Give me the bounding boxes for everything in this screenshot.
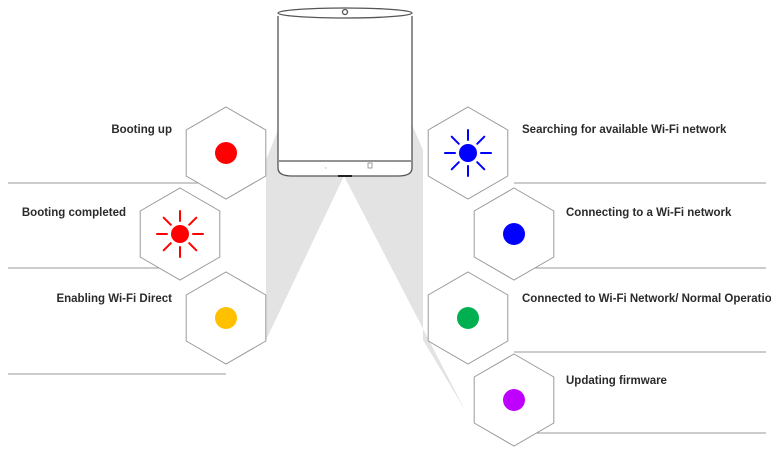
right-beam (344, 120, 465, 410)
led-dot-icon (503, 223, 525, 245)
blink-ray (188, 242, 198, 252)
router-device: ◦ (277, 7, 413, 177)
label-enabling-wifi-direct: Enabling Wi-Fi Direct (56, 293, 172, 305)
blink-ray (162, 216, 172, 226)
hex-connecting-wifi (473, 187, 555, 281)
led-dot-icon (459, 144, 477, 162)
blink-ray (188, 216, 198, 226)
hex-searching-wifi (427, 106, 509, 200)
label-updating-firmware: Updating firmware (566, 375, 667, 387)
state-labels: Booting up Booting completed Enabling Wi… (22, 124, 771, 387)
blink-ray (476, 135, 486, 145)
hex-enabling-wifi-direct (185, 271, 267, 365)
guide-lines (8, 182, 766, 434)
hex-booting-up (185, 106, 267, 200)
hex-connected-normal (427, 271, 509, 365)
blink-ray (450, 161, 460, 171)
label-connecting-wifi: Connecting to a Wi-Fi network (566, 207, 732, 219)
led-dot-icon (215, 142, 237, 164)
hex-booting-completed (139, 187, 221, 281)
blink-rays-icon (156, 210, 204, 258)
label-searching-wifi: Searching for available Wi-Fi network (522, 124, 727, 136)
label-booting-up: Booting up (111, 124, 172, 136)
lock-indicator-icon (367, 162, 373, 169)
power-button-icon (341, 8, 349, 16)
label-connected-normal: Connected to Wi-Fi Network/ Normal Opera… (522, 293, 771, 305)
led-dot-icon (457, 307, 479, 329)
blink-rays-icon (444, 129, 492, 177)
hex-updating-firmware (473, 353, 555, 447)
blink-ray (476, 161, 486, 171)
led-dot-icon (215, 307, 237, 329)
device-body (277, 16, 413, 177)
led-dot-icon (171, 225, 189, 243)
label-booting-completed: Booting completed (22, 207, 126, 219)
led-state-hexagons (139, 106, 555, 447)
blink-ray (162, 242, 172, 252)
led-dot-icon (503, 389, 525, 411)
blink-ray (450, 135, 460, 145)
wifi-indicator-icon: ◦ (324, 165, 328, 172)
